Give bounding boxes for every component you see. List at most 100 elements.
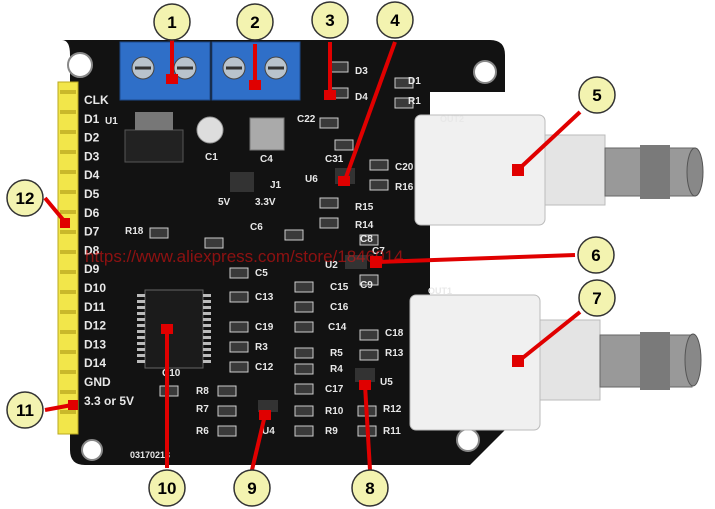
label-u1: U1 — [105, 116, 118, 127]
callout-number: 5 — [592, 86, 601, 105]
label-c17: C17 — [325, 384, 344, 395]
label-r8: R8 — [196, 386, 209, 397]
label-out2: OUT2 — [440, 114, 464, 124]
callout-circle — [233, 469, 271, 507]
opamp-u4 — [258, 400, 278, 412]
smd-part — [359, 274, 379, 286]
ic-pin — [203, 330, 211, 333]
terminal-block-1 — [119, 41, 211, 101]
smd-part — [394, 97, 414, 109]
ic-pin — [203, 354, 211, 357]
label-c6: C6 — [250, 222, 263, 233]
callout-number: 1 — [167, 13, 176, 32]
ic-pin — [137, 354, 145, 357]
ic-pin — [137, 342, 145, 345]
header-pin — [60, 150, 76, 154]
smd-part — [294, 301, 314, 313]
pin-label: D13 — [84, 337, 106, 351]
smd-part — [294, 383, 314, 395]
pin-label-column: CLKD1D2D3D4D5D6D7D8D9D10D11D12D13D14GND3… — [84, 93, 134, 408]
label-r7: R7 — [196, 404, 209, 415]
ic-pin — [203, 342, 211, 345]
capacitor-c4 — [249, 117, 285, 151]
smd-part — [319, 197, 339, 209]
header-pin — [60, 190, 76, 194]
pin-label: D14 — [84, 356, 106, 370]
callout-number: 9 — [247, 479, 256, 498]
smd-part — [359, 349, 379, 361]
callout-number: 2 — [250, 13, 259, 32]
mounting-hole — [81, 439, 103, 461]
header-pin — [60, 110, 76, 114]
mounting-hole — [456, 428, 480, 452]
callout-number: 7 — [592, 289, 601, 308]
label-r11: R11 — [383, 426, 401, 437]
label-c18: C18 — [385, 328, 404, 339]
header-pin — [60, 370, 76, 374]
label-j1: J1 — [270, 180, 282, 191]
smd-part — [334, 139, 354, 151]
smd-part — [229, 291, 249, 303]
ic-pin — [137, 336, 145, 339]
label-c8: C8 — [360, 234, 373, 245]
callout-number: 11 — [16, 401, 34, 420]
ic-pin — [203, 348, 211, 351]
pin-label: CLK — [84, 93, 109, 107]
watermark: https://www.aliexpress.com/store/1846014 — [85, 247, 403, 266]
ic-pin — [137, 306, 145, 309]
mounting-hole — [473, 60, 497, 84]
header-pin — [60, 350, 76, 354]
label-d1: D1 — [408, 76, 421, 87]
bnc-connector-2 — [409, 294, 702, 431]
mounting-hole — [67, 52, 93, 78]
label-u6: U6 — [305, 174, 318, 185]
header-pin — [60, 90, 76, 94]
pin-label: D5 — [84, 187, 100, 201]
label-r1: R1 — [408, 96, 421, 107]
label-c12: C12 — [255, 362, 274, 373]
label-c31: C31 — [325, 154, 344, 165]
smd-part — [394, 77, 414, 89]
label-c15: C15 — [330, 282, 349, 293]
label-u4: U4 — [262, 426, 275, 437]
pin-label: D12 — [84, 319, 106, 333]
ic-pin — [137, 348, 145, 351]
label-u5: U5 — [380, 377, 393, 388]
smd-part — [229, 341, 249, 353]
label-c9: C9 — [360, 280, 373, 291]
header-pin — [60, 310, 76, 314]
label-c19: C19 — [255, 322, 274, 333]
header-pin — [60, 410, 76, 414]
label-c20: C20 — [395, 162, 414, 173]
ic-pin — [203, 336, 211, 339]
smd-part — [294, 425, 314, 437]
pin-label: D11 — [84, 300, 106, 314]
label-r18: R18 — [125, 226, 144, 237]
header-pin — [60, 170, 76, 174]
ic-pin — [203, 300, 211, 303]
callout-circle — [376, 1, 414, 39]
callout-number: 3 — [325, 11, 334, 30]
ic-chip — [144, 289, 204, 369]
bnc-connector-1 — [414, 114, 704, 226]
smd-part — [294, 363, 314, 375]
label-c7: C7 — [372, 246, 385, 257]
smd-part — [284, 229, 304, 241]
smd-part — [319, 217, 339, 229]
smd-part — [217, 425, 237, 437]
label-r10: R10 — [325, 406, 344, 417]
smd-part — [294, 281, 314, 293]
label-r15: R15 — [355, 202, 374, 213]
label-r13: R13 — [385, 348, 404, 359]
callout-circle — [311, 1, 349, 39]
callout-number: 8 — [365, 479, 374, 498]
smd-part — [319, 117, 339, 129]
label-r14: R14 — [355, 220, 374, 231]
label-r9: R9 — [325, 426, 338, 437]
silk-labels: U1 C1 C4 J1 5V 3.3V D3 D4 D1 R1 C22 C31 … — [105, 66, 464, 460]
header-pin — [60, 130, 76, 134]
ic-pin — [137, 324, 145, 327]
label-d4: D4 — [355, 92, 368, 103]
